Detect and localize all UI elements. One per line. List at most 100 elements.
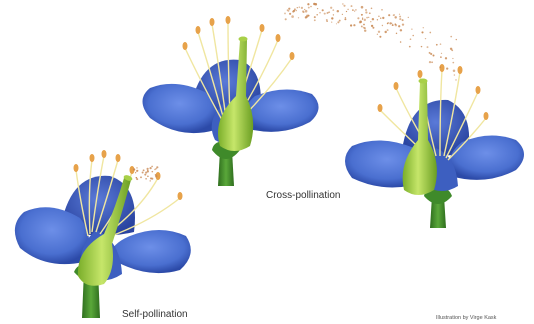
pollen-grain — [357, 17, 359, 19]
pollen-grain — [362, 18, 363, 19]
pollen-grain — [399, 14, 400, 15]
pollen-grain — [332, 9, 334, 11]
pollen-grain — [361, 25, 363, 27]
pollen-grain — [319, 12, 321, 14]
pollen-grain — [394, 16, 396, 18]
pollen-grain — [361, 6, 364, 9]
pollen-grain — [402, 19, 404, 21]
pollen-grain — [330, 7, 332, 9]
pollen-grain — [350, 24, 352, 26]
pollen-grain — [143, 169, 145, 171]
pollen-grain — [380, 17, 381, 18]
pollen-grain — [314, 16, 316, 18]
pollen-grain — [382, 25, 383, 26]
pollen-grain — [299, 7, 300, 8]
pollen-grain — [421, 46, 422, 47]
pollen-grain — [452, 62, 454, 64]
pollen-grain — [362, 19, 363, 20]
pollen-grain — [387, 23, 388, 24]
pollen-grain — [308, 7, 310, 9]
pollen-grain — [359, 21, 361, 23]
pollen-grain — [439, 66, 441, 68]
pollen-grain — [305, 16, 307, 18]
pollen-grain — [436, 44, 438, 46]
pollen-grain — [378, 31, 380, 33]
pollen-cloud-self — [133, 166, 158, 182]
pollen-grain — [322, 9, 324, 11]
pollen-grain — [291, 15, 294, 18]
pollen-grain — [353, 24, 355, 26]
pollen-grain — [368, 17, 369, 18]
pollen-grain — [149, 167, 151, 169]
petal — [110, 230, 191, 273]
pollen-grain — [445, 57, 447, 59]
pollen-grain — [395, 24, 397, 26]
pollen-grain — [284, 12, 286, 14]
pollen-grain — [344, 18, 346, 20]
pollen-grain — [387, 29, 389, 31]
pollen-grain — [371, 25, 373, 27]
pollen-grain — [377, 34, 378, 35]
pollen-grain — [295, 10, 297, 12]
pollen-grain — [285, 18, 287, 20]
pollen-grain — [289, 13, 291, 15]
pollen-grain — [372, 27, 374, 29]
pollen-grain — [297, 7, 298, 8]
pollen-grain — [452, 58, 453, 59]
pollen-grain — [331, 22, 332, 23]
pollen-grain — [355, 9, 357, 11]
pollen-grain — [446, 67, 448, 69]
pollen-grain — [156, 166, 158, 168]
pollen-grain — [336, 23, 337, 24]
pollen-grain — [155, 175, 157, 177]
pollen-grain — [400, 29, 402, 31]
pollen-grain — [408, 17, 409, 18]
pollen-grain — [333, 14, 334, 15]
flower-top-center — [143, 16, 319, 186]
pollen-grain — [133, 168, 135, 170]
pollen-grain — [136, 167, 137, 168]
pollen-grain — [155, 168, 156, 169]
pollen-grain — [342, 14, 343, 15]
pollen-grain — [371, 8, 373, 10]
pollen-grain — [388, 14, 390, 16]
pollen-grain — [381, 9, 383, 11]
pollen-grain — [392, 24, 394, 26]
pollen-grain — [429, 32, 431, 34]
pollen-grain — [317, 8, 318, 9]
pollen-grain — [379, 36, 381, 38]
pollen-grain — [144, 174, 146, 176]
pollen-grain — [429, 61, 431, 63]
pollen-grain — [304, 9, 305, 10]
pollen-grain — [393, 15, 394, 16]
pollen-grain — [352, 9, 354, 11]
pollen-grain — [431, 61, 433, 63]
pollen-grain — [440, 43, 442, 45]
pollen-grain — [147, 170, 148, 171]
pollen-grain — [152, 171, 154, 173]
pollen-grain — [364, 19, 366, 21]
pollen-grain — [377, 19, 378, 20]
pollen-grain — [326, 20, 328, 22]
pollen-grain — [423, 27, 424, 28]
pollen-grain — [396, 33, 397, 34]
pollen-grain — [398, 25, 400, 27]
pollen-grain — [345, 17, 346, 18]
pollen-grain — [430, 53, 432, 55]
pollen-grain — [287, 9, 288, 10]
pollen-grain — [400, 41, 402, 43]
pollen-grain — [410, 38, 412, 40]
pollen-grain — [313, 3, 315, 5]
pollen-grain — [339, 20, 341, 22]
pollen-grain — [145, 178, 147, 180]
pollen-grain — [427, 46, 429, 48]
pollen-grain — [391, 23, 392, 24]
pollen-grain — [136, 170, 138, 172]
pollen-grain — [384, 31, 386, 33]
pollen-grain — [455, 79, 457, 81]
pollen-grain — [135, 172, 136, 173]
pollen-grain — [301, 7, 303, 9]
illustration-credit: Illustration by Virge Kask — [436, 315, 496, 321]
pollen-grain — [343, 5, 345, 7]
